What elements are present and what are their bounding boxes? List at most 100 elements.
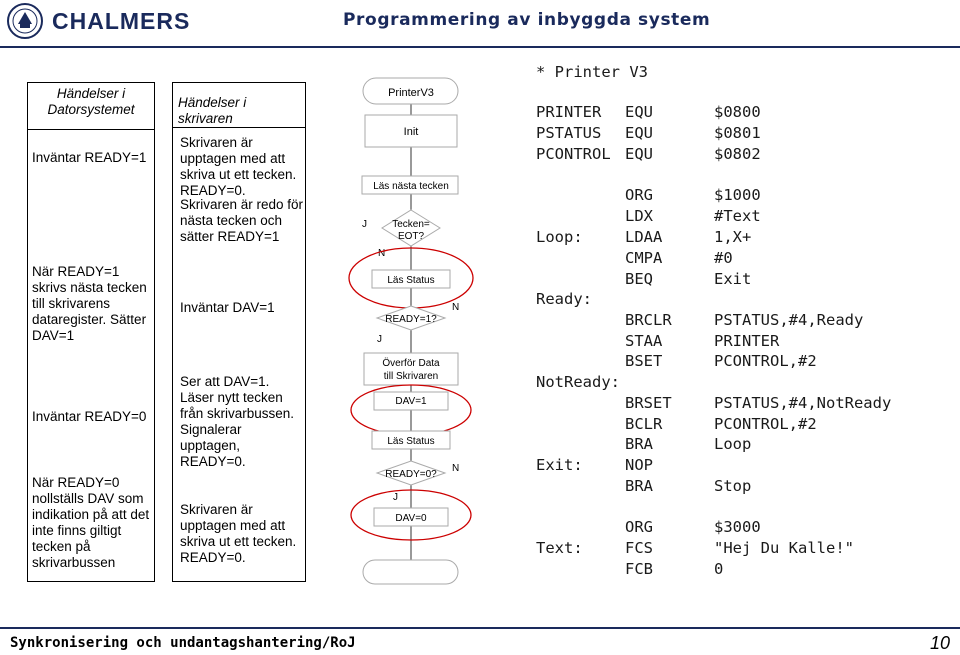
footer-text: Synkronisering och undantagshantering/Ro… bbox=[10, 635, 356, 651]
code-label: PCONTROL bbox=[536, 145, 611, 163]
code-mnemonic: FCB bbox=[625, 560, 653, 578]
flow-eot-decision bbox=[381, 209, 441, 247]
flow-read-next-box bbox=[361, 175, 459, 195]
code-mnemonic: LDX bbox=[625, 207, 653, 225]
code-operand: PSTATUS,#4,NotReady bbox=[714, 394, 892, 412]
left-table-heading: Händelser i Datorsystemet bbox=[47, 86, 135, 117]
flow-yes-label: J bbox=[362, 219, 367, 230]
code-operand: 1,X+ bbox=[714, 228, 752, 246]
chalmers-crest-icon bbox=[7, 3, 43, 39]
code-mnemonic: BRCLR bbox=[625, 311, 672, 329]
middle-table-heading: Händelser i skrivaren bbox=[178, 95, 247, 126]
code-operand: $0802 bbox=[714, 145, 761, 163]
flow-read-status-label: Läs Status bbox=[387, 436, 434, 447]
code-label: Exit: bbox=[536, 456, 583, 474]
flow-ready0-decision bbox=[375, 460, 447, 486]
code-operand: #0 bbox=[714, 249, 733, 267]
middle-table-row: Skrivaren är redo för nästa tecken och s… bbox=[180, 197, 304, 244]
code-mnemonic: EQU bbox=[625, 145, 653, 163]
left-table-row: Inväntar READY=0 bbox=[32, 409, 147, 424]
header-rule bbox=[0, 46, 960, 48]
code-operand: PCONTROL,#2 bbox=[714, 415, 817, 433]
code-label: Text: bbox=[536, 539, 583, 557]
code-mnemonic: BRA bbox=[625, 435, 653, 453]
page-title: Programmering av inbyggda system bbox=[343, 10, 711, 30]
flow-dav0-box bbox=[373, 507, 449, 527]
page-number: 10 bbox=[929, 633, 950, 653]
flowchart: PrinterV3 Init Läs nästa tecken Tecken= … bbox=[348, 77, 474, 585]
code-mnemonic: BRA bbox=[625, 477, 653, 495]
flow-yes-label: J bbox=[377, 334, 382, 345]
left-table-row: När READY=1 skrivs nästa tecken till skr… bbox=[32, 264, 147, 343]
flow-end-terminal bbox=[362, 559, 459, 585]
code-mnemonic: CMPA bbox=[625, 249, 663, 267]
flow-dav1-box bbox=[373, 391, 449, 411]
code-mnemonic: FCS bbox=[625, 539, 653, 557]
code-operand: Stop bbox=[714, 477, 752, 495]
code-operand: PCONTROL,#2 bbox=[714, 352, 817, 370]
chalmers-logo: CHALMERS bbox=[6, 2, 190, 40]
middle-table-row: Skrivaren är upptagen med att skriva ut … bbox=[180, 135, 297, 198]
code-operand: Loop bbox=[714, 435, 752, 453]
flow-read-status-box bbox=[371, 430, 451, 450]
code-label: Ready: bbox=[536, 290, 592, 308]
code-mnemonic: BSET bbox=[625, 352, 663, 370]
code-operand: PSTATUS,#4,Ready bbox=[714, 311, 864, 329]
code-label: Loop: bbox=[536, 228, 583, 246]
flow-read-status-label: Läs Status bbox=[387, 275, 434, 286]
code-label: NotReady: bbox=[536, 373, 620, 391]
code-mnemonic: ORG bbox=[625, 518, 653, 536]
left-table-row: Inväntar READY=1 bbox=[32, 150, 147, 165]
code-operand: #Text bbox=[714, 207, 761, 225]
flow-init-label: Init bbox=[404, 126, 419, 138]
code-mnemonic: NOP bbox=[625, 456, 653, 474]
flow-no-label: N bbox=[452, 302, 459, 313]
flow-no-label: N bbox=[378, 248, 385, 259]
middle-table-row: Inväntar DAV=1 bbox=[180, 300, 275, 315]
flow-ready1-decision bbox=[375, 305, 447, 331]
footer-rule bbox=[0, 627, 960, 629]
code-mnemonic: STAA bbox=[625, 332, 663, 350]
code-operand: Exit bbox=[714, 270, 752, 288]
code-label: PRINTER bbox=[536, 103, 602, 121]
flow-yes-label: J bbox=[393, 492, 398, 503]
left-table-row: När READY=0 nollställs DAV som indikatio… bbox=[32, 475, 150, 570]
middle-table bbox=[172, 82, 306, 582]
left-table-header-divider bbox=[27, 82, 155, 130]
code-label: PSTATUS bbox=[536, 124, 602, 142]
flow-transfer-label: Överför Data bbox=[382, 357, 440, 369]
flow-ready1-label: READY=1? bbox=[385, 314, 437, 325]
flow-dav0-label: DAV=0 bbox=[395, 513, 427, 524]
code-operand: 0 bbox=[714, 560, 724, 578]
code-mnemonic: EQU bbox=[625, 103, 653, 121]
flow-eot-label: EOT? bbox=[398, 231, 425, 242]
code-mnemonic: LDAA bbox=[625, 228, 663, 246]
flow-transfer-label: till Skrivaren bbox=[384, 371, 438, 382]
code-operand: "Hej Du Kalle!" bbox=[714, 539, 854, 557]
code-operand: $0800 bbox=[714, 103, 761, 121]
code-mnemonic: EQU bbox=[625, 124, 653, 142]
middle-table-row: Skrivaren är upptagen med att skriva ut … bbox=[180, 502, 297, 565]
middle-table-row: Ser att DAV=1. Läser nytt tecken från sk… bbox=[180, 374, 295, 469]
code-mnemonic: BEQ bbox=[625, 270, 653, 288]
code-operand: $1000 bbox=[714, 186, 761, 204]
flow-eot-label: Tecken= bbox=[392, 219, 430, 230]
brand-name: CHALMERS bbox=[52, 7, 191, 34]
flow-dav1-label: DAV=1 bbox=[395, 396, 427, 407]
flow-init-box bbox=[364, 114, 458, 148]
flow-read-next-label: Läs nästa tecken bbox=[373, 181, 449, 192]
code-operand: $0801 bbox=[714, 124, 761, 142]
left-table bbox=[27, 82, 155, 582]
flow-transfer-box bbox=[363, 352, 459, 386]
code-comment: * Printer V3 bbox=[536, 63, 648, 81]
flow-read-status-box bbox=[371, 269, 451, 289]
flow-no-label: N bbox=[452, 463, 459, 474]
flow-ready0-label: READY=0? bbox=[385, 469, 437, 480]
middle-table-header-divider bbox=[172, 82, 306, 128]
code-operand: $3000 bbox=[714, 518, 761, 536]
code-operand: PRINTER bbox=[714, 332, 780, 350]
code-mnemonic: BCLR bbox=[625, 415, 663, 433]
flow-start-terminal bbox=[362, 77, 459, 105]
code-mnemonic: ORG bbox=[625, 186, 653, 204]
flow-start-label: PrinterV3 bbox=[388, 87, 434, 99]
